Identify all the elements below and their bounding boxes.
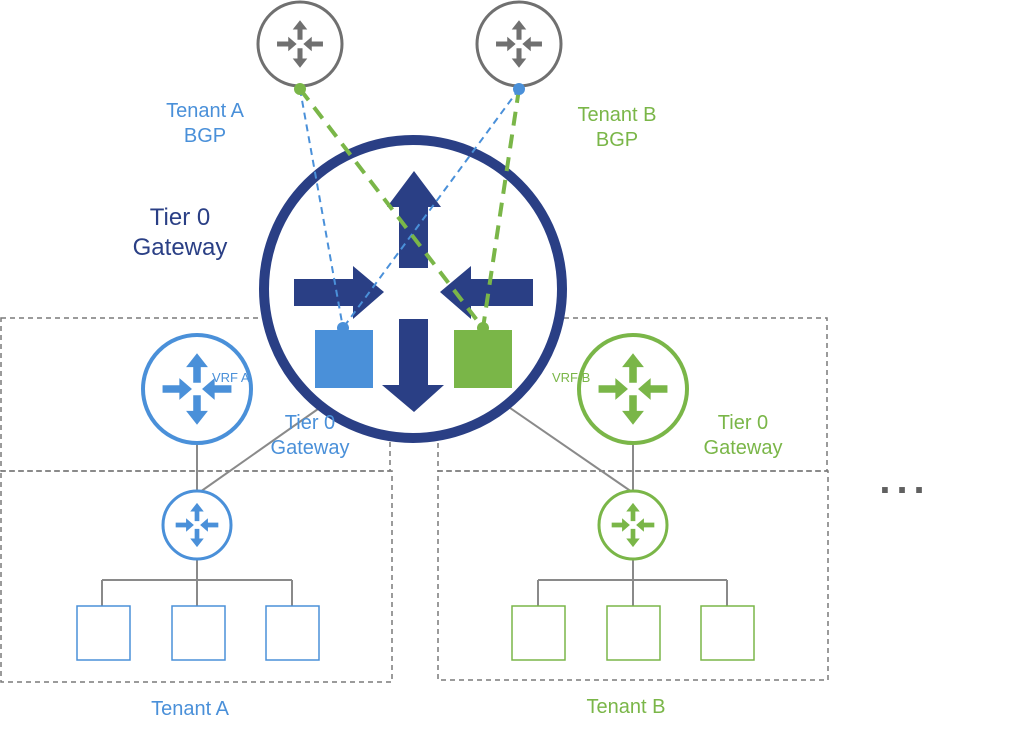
- tenant-b-workload-box: [437, 470, 829, 681]
- tenant-a-workload-box: [0, 470, 393, 683]
- tenant-b-bgp-line: [298, 87, 485, 330]
- tier0-gateway-label: Tier 0 Gateway: [120, 203, 240, 263]
- tier0-gateway-label-line1: Tier 0: [149, 204, 211, 231]
- tenant-a-tier0-label-line1: Tier 0: [284, 412, 336, 434]
- tenant-a-workloads: [76, 605, 320, 661]
- tenant-a-bgp-label-line2: BGP: [183, 125, 227, 147]
- tenant-b-region: [437, 317, 829, 681]
- tenant-b-bgp-line-2: [481, 88, 521, 329]
- tenant-a-bgp-label: Tenant A BGP: [150, 99, 260, 149]
- tenant-b-bgp-label-line2: BGP: [595, 129, 639, 151]
- tenant-a-bgp-label-line1: Tenant A: [166, 100, 244, 122]
- bgp-endpoint-dot: [337, 322, 349, 334]
- vrf-b-router-icon: [577, 333, 689, 445]
- workload-box-icon: [511, 605, 566, 661]
- vrf-a-router-icon: [141, 333, 253, 445]
- tier0-gateway-label-line2: Gateway: [132, 234, 228, 261]
- workload-box-icon: [700, 605, 755, 661]
- tenant-b-bgp-label-line1: Tenant B: [577, 104, 657, 126]
- vrf-a-label: VRF A: [212, 370, 250, 385]
- bgp-endpoint-dot: [294, 83, 306, 95]
- workload-box-icon: [606, 605, 661, 661]
- router-icon: [475, 0, 563, 88]
- bgp-endpoint-dot: [477, 322, 489, 334]
- tenant-a-tier0-label: Tier 0 Gateway: [255, 411, 365, 461]
- tenant-b-tier0-label-line1: Tier 0: [717, 412, 769, 434]
- tenant-a-tier0-label-line2: Gateway: [270, 437, 350, 459]
- tenant-a-region: [0, 317, 393, 683]
- tenant-a-bgp-line: [342, 88, 520, 329]
- tenant-b-bgp-label: Tenant B BGP: [562, 103, 672, 153]
- workload-box-icon: [265, 605, 320, 661]
- tenant-a-bgp-line-2: [299, 88, 344, 329]
- tier0-vrf-a-square: [315, 330, 373, 388]
- tier1-a-router-icon: [161, 489, 233, 561]
- tenant-b-label: Tenant B: [586, 696, 666, 718]
- more-tenants-ellipsis: ...: [879, 458, 931, 502]
- bgp-endpoint-dot: [513, 83, 525, 95]
- workload-box-icon: [76, 605, 131, 661]
- tier0-gateway-icon: [259, 135, 567, 443]
- tenant-b-workloads: [511, 605, 755, 661]
- tenant-a-label: Tenant A: [151, 698, 229, 720]
- router-icon: [256, 0, 344, 88]
- bgp-sessions: [298, 87, 521, 330]
- tier1-b-router-icon: [597, 489, 669, 561]
- tier0-vrf-b-square: [454, 330, 512, 388]
- workload-box-icon: [171, 605, 226, 661]
- tenant-b-tier0-label: Tier 0 Gateway: [688, 411, 798, 461]
- vrf-b-label: VRF B: [552, 370, 591, 385]
- tenant-b-tier0-label-line2: Gateway: [703, 437, 783, 459]
